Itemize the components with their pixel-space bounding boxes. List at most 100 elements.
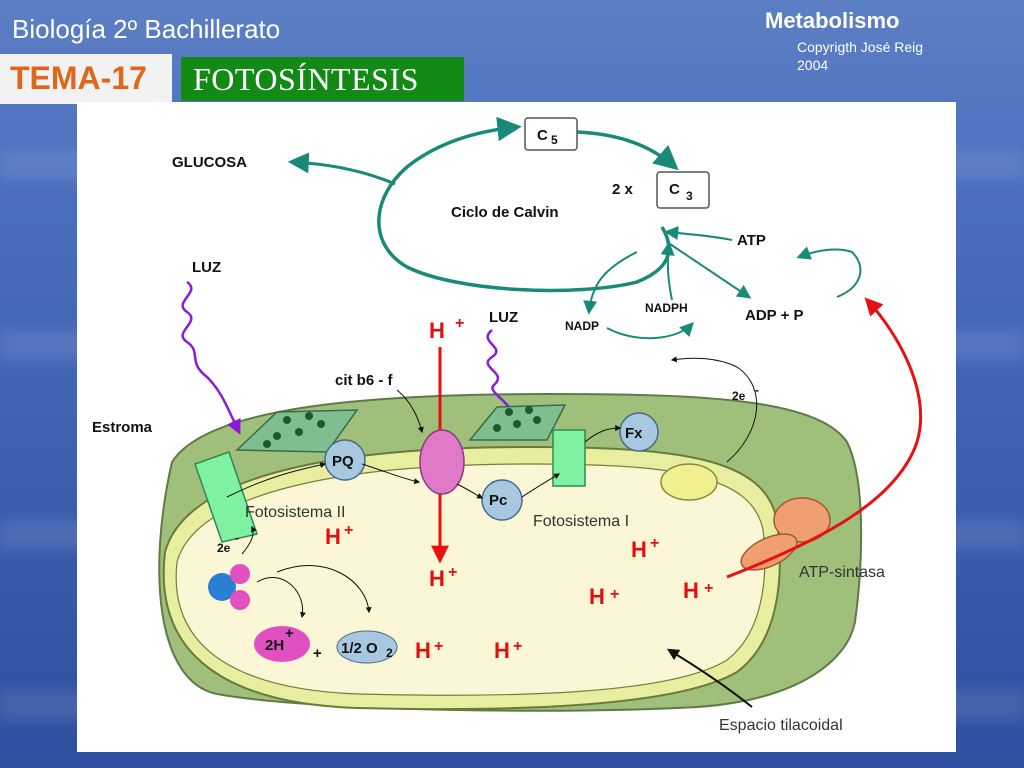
slide-title: FOTOSÍNTESIS xyxy=(193,61,419,97)
luz-wave-1 xyxy=(181,280,241,435)
e-to-ps2-arrow xyxy=(241,525,257,555)
luz-label-1: LUZ xyxy=(192,259,221,276)
espacio-label: Espacio tilacoidal xyxy=(719,717,843,734)
copyright-line: Copyrigth José Reig xyxy=(797,39,924,55)
h-label: H xyxy=(429,566,445,591)
water-oxygen xyxy=(208,573,236,601)
h-plus: + xyxy=(344,522,353,539)
luz-wave-2 xyxy=(486,329,520,423)
pq-label: PQ xyxy=(332,453,354,470)
h-top-plus: + xyxy=(455,315,464,332)
nadp-to-nadph-arrow xyxy=(606,321,694,340)
h-plus: + xyxy=(610,586,619,603)
water-to-2h-arrow xyxy=(256,576,306,619)
c3-label: C xyxy=(669,181,680,198)
nadph-to-calvin-arrow xyxy=(660,241,675,301)
e-pc-to-ps1 xyxy=(521,473,561,498)
grana-dots-left xyxy=(263,412,325,448)
two-h-plus: + xyxy=(285,625,294,642)
half-o2-label: 1/2 O xyxy=(341,640,378,657)
h-plus: + xyxy=(448,564,457,581)
h-top-label: H xyxy=(429,318,445,343)
e-ps2-to-pq xyxy=(226,462,327,498)
pq-carrier xyxy=(324,439,366,481)
atp-label: ATP xyxy=(737,232,766,249)
c5-label: C xyxy=(537,127,548,144)
two-e-right-label: 2e xyxy=(732,389,746,403)
two-e-left-minus: - xyxy=(235,531,239,545)
c3-sub: 3 xyxy=(686,189,693,203)
h-plus: + xyxy=(434,638,443,655)
h-label: H xyxy=(494,638,510,663)
adp-label: ADP + P xyxy=(745,307,804,324)
pc-carrier xyxy=(481,479,523,521)
h-plus: + xyxy=(513,638,522,655)
diagram-panel: C 5 2 x C 3 Ciclo de Calvin GLUCOSA ATP … xyxy=(77,102,956,752)
atp-sintasa-label: ATP-sintasa xyxy=(799,564,885,581)
ps1-label: Fotosistema I xyxy=(533,513,629,530)
photosystem-2 xyxy=(194,451,258,543)
calvin-arrow-glucosa xyxy=(287,152,396,186)
nadp-label: NADP xyxy=(565,319,599,333)
atp-synthase-stalk xyxy=(740,533,798,571)
two-e-right-minus: - xyxy=(755,383,759,397)
tema-label: TEMA-17 xyxy=(10,60,147,96)
calvin-to-adp-arrow xyxy=(666,241,752,299)
h-label: H xyxy=(325,524,341,549)
electron-to-nadph-arrow xyxy=(670,356,758,463)
cit-pointer xyxy=(396,389,424,434)
water-hydrogen-2 xyxy=(230,590,250,610)
course-title: Biología 2º Bachillerato xyxy=(12,14,281,44)
water-hydrogen-1 xyxy=(230,564,250,584)
half-o2-bubble xyxy=(336,630,398,664)
water-to-o2-arrow xyxy=(276,565,372,614)
fx-label: Fx xyxy=(625,425,643,442)
photosynthesis-diagram: C 5 2 x C 3 Ciclo de Calvin GLUCOSA ATP … xyxy=(92,116,923,734)
estroma-label: Estroma xyxy=(92,419,153,436)
o2-subscript: 2 xyxy=(386,646,393,660)
c5-sub: 5 xyxy=(551,133,558,147)
h-label: H xyxy=(589,584,605,609)
grana-dots-right xyxy=(493,406,541,432)
plus-sign: + xyxy=(313,645,322,662)
two-e-left-label: 2e xyxy=(217,541,231,555)
h-plus: + xyxy=(704,580,713,597)
title-box: FOTOSÍNTESIS xyxy=(181,57,464,101)
copyright: Copyrigth José Reig 2004 xyxy=(797,38,967,74)
espacio-pointer xyxy=(666,648,753,708)
atp-to-calvin-arrow xyxy=(664,226,733,241)
adp-to-atp-arrow xyxy=(796,246,862,298)
two-h-label: 2H xyxy=(265,637,284,654)
calvin-label: Ciclo de Calvin xyxy=(451,204,559,221)
topic-title: Metabolismo xyxy=(765,8,900,33)
tema-box: TEMA-17 xyxy=(0,54,172,104)
ferredoxin-reductase xyxy=(660,463,718,501)
lumen-protons: H + H + H + H + H + H + H + xyxy=(325,522,713,663)
h-label: H xyxy=(631,537,647,562)
atp-synthase-head xyxy=(773,497,831,543)
calvin-arrow-c5-c3 xyxy=(576,130,679,171)
e-ps1-to-fx xyxy=(584,425,622,443)
e-pq-to-cit xyxy=(361,463,421,485)
two-h-bubble xyxy=(254,626,310,662)
c3-box xyxy=(656,171,710,209)
calvin-to-nadp-arrow xyxy=(583,251,638,315)
h-label: H xyxy=(683,578,699,603)
photosystem-1 xyxy=(552,429,586,487)
glucosa-label: GLUCOSA xyxy=(172,154,247,171)
copyright-year: 2004 xyxy=(797,57,829,73)
luz-label-2: LUZ xyxy=(489,309,518,326)
thylakoid-lumen xyxy=(175,463,766,696)
calvin-cycle-loop xyxy=(377,116,671,293)
two-x-label: 2 x xyxy=(612,181,634,198)
e-cit-to-pc xyxy=(456,483,484,499)
atp-synthase-flow-arrow xyxy=(726,297,923,579)
pc-label: Pc xyxy=(489,492,507,509)
c5-box xyxy=(524,117,578,151)
nadph-label: NADPH xyxy=(645,301,688,315)
h-label: H xyxy=(415,638,431,663)
h-plus: + xyxy=(650,535,659,552)
cit-b6f-complex xyxy=(419,429,465,495)
cit-label: cit b6 - f xyxy=(335,372,394,389)
fx-carrier xyxy=(619,412,659,452)
